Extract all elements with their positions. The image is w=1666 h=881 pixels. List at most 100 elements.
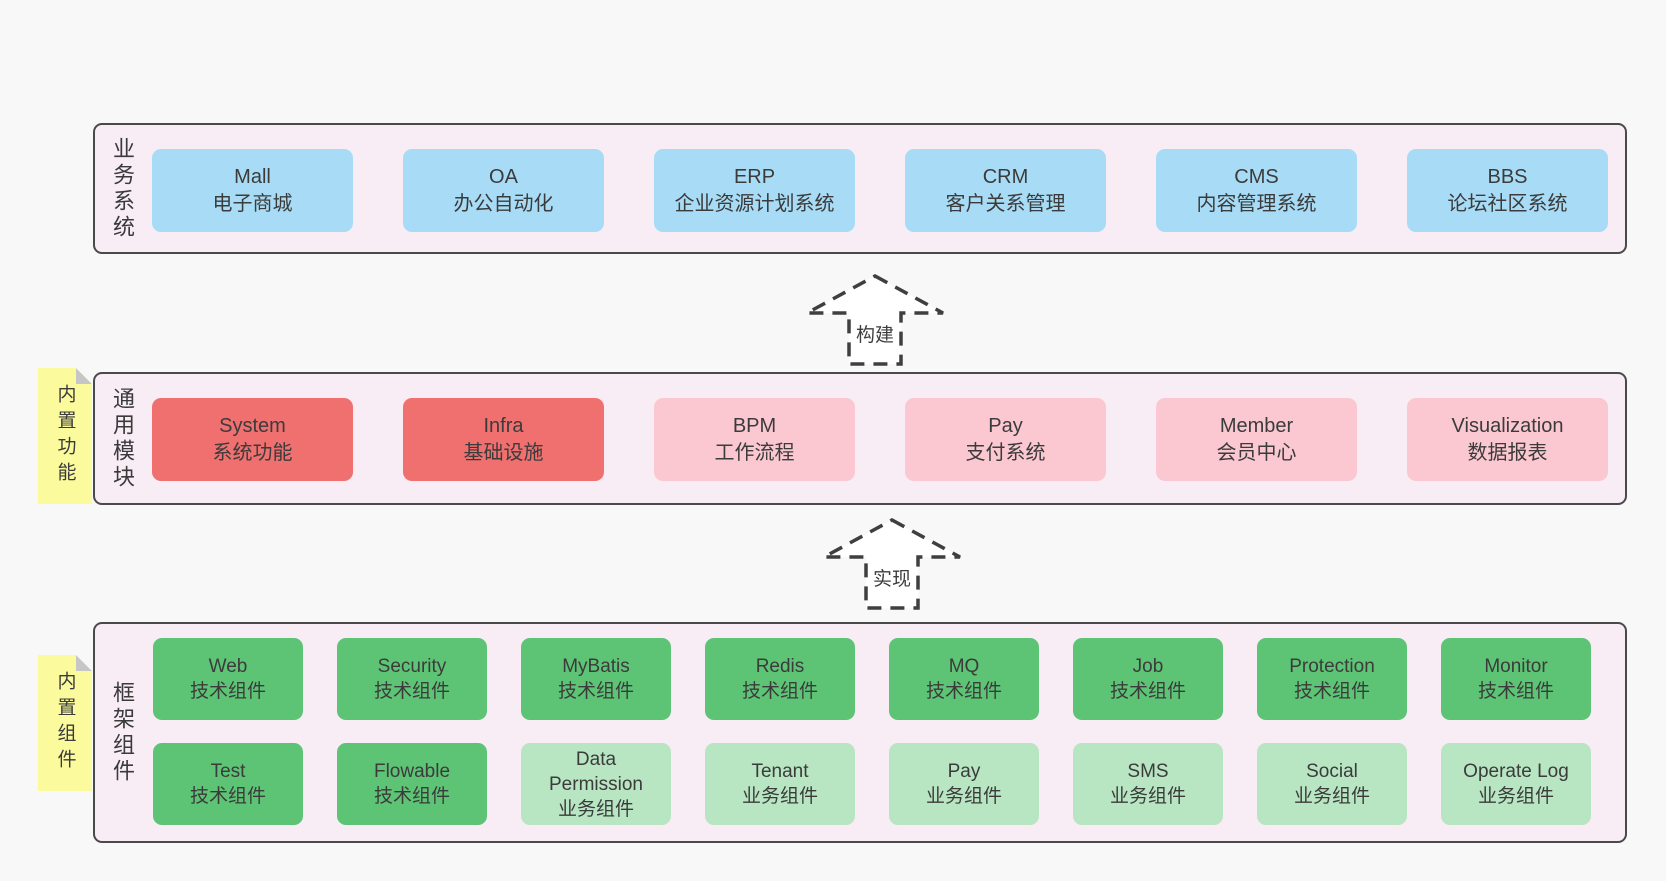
box-protection: Protection 技术组件 [1257,638,1407,720]
box-mq: MQ 技术组件 [889,638,1039,720]
box-subtitle: 业务组件 [741,786,818,807]
box-title: CMS [1234,165,1279,188]
box-subtitle: 技术组件 [189,786,266,807]
tier-label-framework-components: 框架组件 [110,680,135,785]
block-arrow-up-icon [823,518,961,610]
box-subtitle: 系统功能 [212,441,293,464]
box-erp: ERP 企业资源计划系统 [654,149,855,232]
box-subtitle: 办公自动化 [453,192,554,215]
box-pay: Pay 支付系统 [905,398,1106,481]
box-tenant: Tenant 业务组件 [705,743,855,825]
box-title: Test [210,761,246,782]
box-title: Monitor [1484,656,1548,677]
arrow-implement: 实现 [822,518,962,610]
box-sms: SMS 业务组件 [1073,743,1223,825]
tier-common-modules: 通用模块 System 系统功能 Infra 基础设施 BPM 工作流程 Pay 支付系统 Me… [93,372,1627,505]
box-title: Member [1219,414,1294,437]
box-title: Pay [988,414,1023,437]
box-title: System [219,414,286,437]
box-subtitle: 企业资源计划系统 [674,192,835,215]
box-security: Security 技术组件 [337,638,487,720]
sticky-note-label: 内置组件 [54,671,76,775]
box-title: BBS [1487,165,1528,188]
box-subtitle: 会员中心 [1216,441,1297,464]
box-title: Operate Log [1463,761,1569,782]
box-title: ERP [733,165,776,188]
sticky-note-builtin-components: 内置组件 [38,655,92,791]
box-crm: CRM 客户关系管理 [905,149,1106,232]
box-subtitle: 技术组件 [373,786,450,807]
box-oa: OA 办公自动化 [403,149,604,232]
box-subtitle: 技术组件 [189,681,266,702]
box-title: MyBatis [562,656,630,677]
sticky-note-builtin-features: 内置功能 [38,368,92,504]
box-title: MQ [948,656,980,677]
box-subtitle: 工作流程 [714,441,795,464]
box-title: Social [1306,761,1358,782]
box-redis: Redis 技术组件 [705,638,855,720]
box-title: Mall [234,165,271,188]
box-subtitle: 论坛社区系统 [1447,192,1568,215]
box-job: Job 技术组件 [1073,638,1223,720]
box-title: SMS [1127,761,1169,782]
box-title: Flowable [373,761,451,782]
box-subtitle: 业务组件 [1293,786,1370,807]
arrow-build-label: 构建 [855,325,894,346]
tier-label-business-systems: 业务系统 [110,136,135,241]
box-subtitle: 技术组件 [557,681,634,702]
box-subtitle: 数据报表 [1467,441,1548,464]
box-subtitle: 技术组件 [925,681,1002,702]
box-title: Protection [1289,656,1375,677]
box-title: Job [1132,656,1164,677]
box-title: Visualization [1451,414,1564,437]
box-bpm: BPM 工作流程 [654,398,855,481]
box-subtitle: 业务组件 [1109,786,1186,807]
box-member: Member 会员中心 [1156,398,1357,481]
box-bbs: BBS 论坛社区系统 [1407,149,1608,232]
box-subtitle: 技术组件 [741,681,818,702]
box-mybatis: MyBatis 技术组件 [521,638,671,720]
box-title: Tenant [751,761,809,782]
box-subtitle: 电子商城 [212,192,293,215]
box-subtitle: 技术组件 [1293,681,1370,702]
arrow-build: 构建 [805,274,945,366]
box-monitor: Monitor 技术组件 [1441,638,1591,720]
business-systems-row: Mall 电子商城 OA 办公自动化 ERP 企业资源计划系统 CRM 客户关系管理 CMS 内容… [152,149,1608,232]
common-modules-row: System 系统功能 Infra 基础设施 BPM 工作流程 Pay 支付系统 Member 会… [152,398,1608,481]
box-test: Test 技术组件 [153,743,303,825]
box-subtitle: 基础设施 [463,441,544,464]
box-subtitle: 客户关系管理 [945,192,1066,215]
box-title: Redis [755,656,805,677]
box-title: OA [489,165,518,188]
box-title: CRM [982,165,1029,188]
box-subtitle: 业务组件 [557,798,634,820]
box-subtitle: 技术组件 [1109,681,1186,702]
box-subtitle: 技术组件 [1477,681,1554,702]
box-subtitle: 支付系统 [965,441,1046,464]
tier-label-common-modules: 通用模块 [110,386,135,491]
box-title: Security [377,656,447,677]
arrow-implement-label: 实现 [872,569,911,590]
box-title: Infra [483,414,524,437]
box-visualization: Visualization 数据报表 [1407,398,1608,481]
box-subtitle: 技术组件 [373,681,450,702]
box-title: Pay [947,761,981,782]
sticky-note-label: 内置功能 [54,384,76,488]
box-flowable: Flowable 技术组件 [337,743,487,825]
box-subtitle: 内容管理系统 [1196,192,1317,215]
box-infra: Infra 基础设施 [403,398,604,481]
tier-business-systems: 业务系统 Mall 电子商城 OA 办公自动化 ERP 企业资源计划系统 CRM 客户关系管理… [93,123,1627,254]
box-system: System 系统功能 [152,398,353,481]
box-title: BPM [732,414,777,437]
box-mall: Mall 电子商城 [152,149,353,232]
box-cms: CMS 内容管理系统 [1156,149,1357,232]
block-arrow-up-icon [806,274,944,366]
